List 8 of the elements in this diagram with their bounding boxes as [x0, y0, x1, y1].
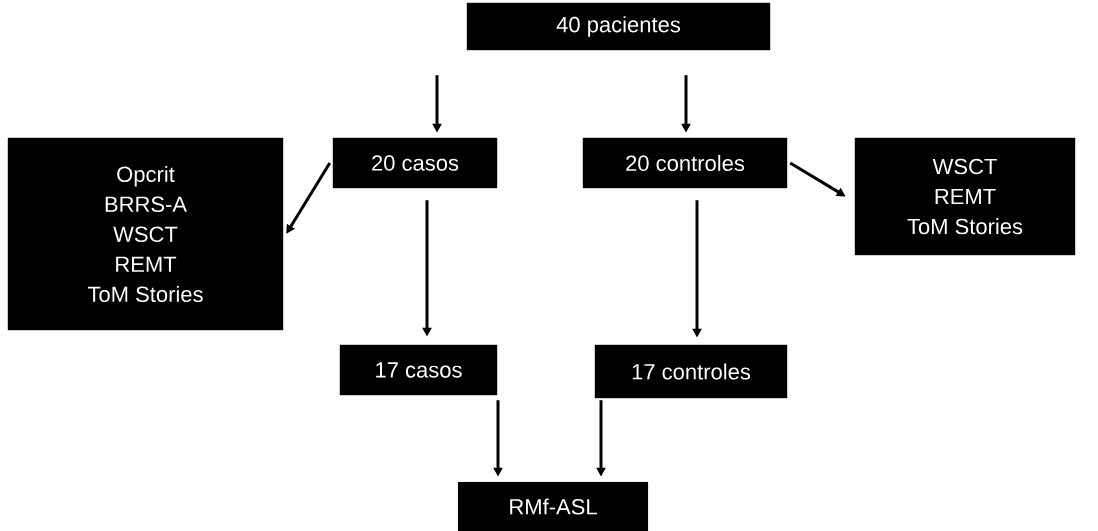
process-box: 17 controles: [594, 344, 788, 399]
list-box: Opcrit BRRS-A WSCT REMT ToM Stories: [7, 137, 284, 331]
list-box: WSCT REMT ToM Stories: [854, 137, 1076, 256]
process-box: 40 pacientes: [466, 2, 771, 51]
process-box: RMf-ASL: [457, 481, 649, 531]
process-box: 20 controles: [582, 137, 788, 189]
process-box: 20 casos: [332, 137, 498, 189]
process-box: 17 casos: [339, 344, 498, 396]
